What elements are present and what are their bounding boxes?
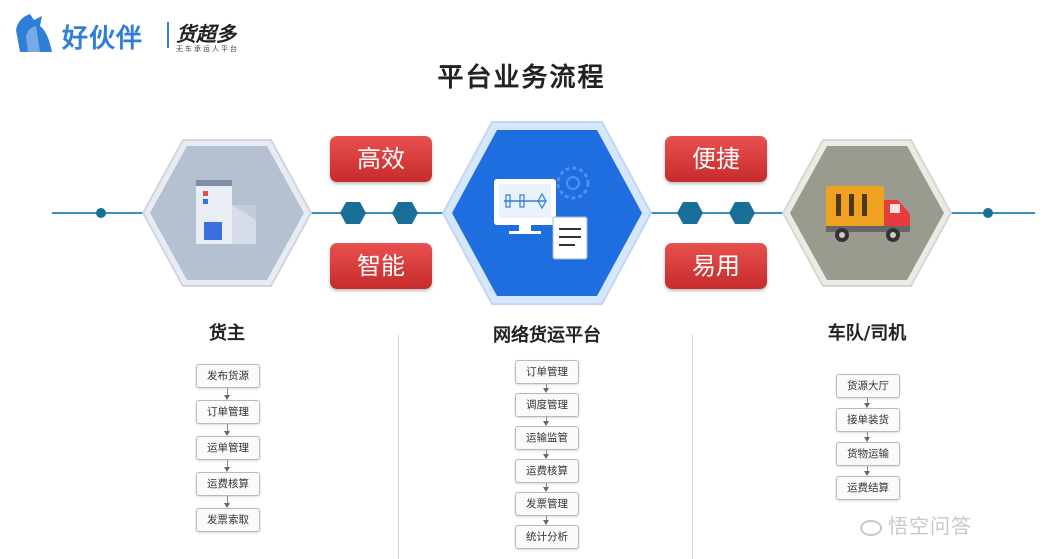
connector-dot-right xyxy=(983,208,993,218)
badge-convenient: 便捷 xyxy=(665,136,767,182)
connector-hex-4 xyxy=(729,202,755,224)
down-arrow-icon xyxy=(543,421,549,426)
flow-connector xyxy=(867,466,868,471)
badge-smart: 智能 xyxy=(330,243,432,289)
platform-step: 统计分析 xyxy=(515,525,579,549)
fleet-step: 运费结算 xyxy=(836,476,900,500)
connector-hex-1 xyxy=(340,202,366,224)
flow-connector xyxy=(227,460,228,467)
speech-bubble-icon xyxy=(860,519,882,536)
platform-step: 发票管理 xyxy=(515,492,579,516)
down-arrow-icon xyxy=(864,437,870,442)
flow-connector xyxy=(546,384,547,388)
flow-connector xyxy=(227,388,228,395)
down-arrow-icon xyxy=(864,403,870,408)
sub-brand-name: 货超多 xyxy=(176,22,236,46)
platform-step: 调度管理 xyxy=(515,393,579,417)
down-arrow-icon xyxy=(864,471,870,476)
badge-efficient: 高效 xyxy=(330,136,432,182)
down-arrow-icon xyxy=(543,520,549,525)
down-arrow-icon xyxy=(543,454,549,459)
horse-logo-icon xyxy=(16,14,52,52)
shipper-step: 运单管理 xyxy=(196,436,260,460)
fleet-title: 车队/司机 xyxy=(827,323,907,344)
flow-connector xyxy=(546,516,547,520)
platform-title: 网络货运平台 xyxy=(493,325,601,346)
platform-step: 订单管理 xyxy=(515,360,579,384)
shipper-step: 订单管理 xyxy=(196,400,260,424)
flow-connector xyxy=(227,424,228,431)
watermark: 悟空问答 xyxy=(860,510,972,539)
brand-name: 好伙伴 xyxy=(62,24,144,54)
page-title: 平台业务流程 xyxy=(437,63,606,93)
brand-tagline: 无车承运人平台 xyxy=(176,45,239,53)
shipper-title: 货主 xyxy=(209,323,245,344)
flow-connector xyxy=(546,450,547,454)
down-arrow-icon xyxy=(224,395,230,400)
watermark-text: 悟空问答 xyxy=(888,514,972,538)
logo-divider xyxy=(167,22,169,48)
shipper-step: 发布货源 xyxy=(196,364,260,388)
down-arrow-icon xyxy=(224,503,230,508)
down-arrow-icon xyxy=(224,431,230,436)
column-divider-left xyxy=(398,335,399,559)
shipper-step: 运费核算 xyxy=(196,472,260,496)
down-arrow-icon xyxy=(224,467,230,472)
flow-connector xyxy=(546,417,547,421)
flow-connector xyxy=(867,432,868,437)
platform-step: 运输监管 xyxy=(515,426,579,450)
company-logo: 好伙伴 货超多 无车承运人平台 xyxy=(12,10,262,54)
warehouse-icon xyxy=(196,180,256,244)
gear-icon xyxy=(556,166,590,200)
down-arrow-icon xyxy=(543,487,549,492)
platform-step: 运费核算 xyxy=(515,459,579,483)
badge-easy-to-use: 易用 xyxy=(665,243,767,289)
flow-connector xyxy=(546,483,547,487)
connector-dot-left xyxy=(96,208,106,218)
fleet-step: 货源大厅 xyxy=(836,374,900,398)
fleet-step: 接单装货 xyxy=(836,408,900,432)
truck-icon xyxy=(826,186,910,242)
flow-connector xyxy=(227,496,228,503)
connector-hex-2 xyxy=(392,202,418,224)
shipper-step: 发票索取 xyxy=(196,508,260,532)
computer-monitor-icon xyxy=(494,179,556,234)
connector-hex-3 xyxy=(677,202,703,224)
down-arrow-icon xyxy=(543,388,549,393)
column-divider-right xyxy=(692,335,693,559)
flow-connector xyxy=(867,398,868,403)
document-icon xyxy=(552,216,588,260)
fleet-step: 货物运输 xyxy=(836,442,900,466)
